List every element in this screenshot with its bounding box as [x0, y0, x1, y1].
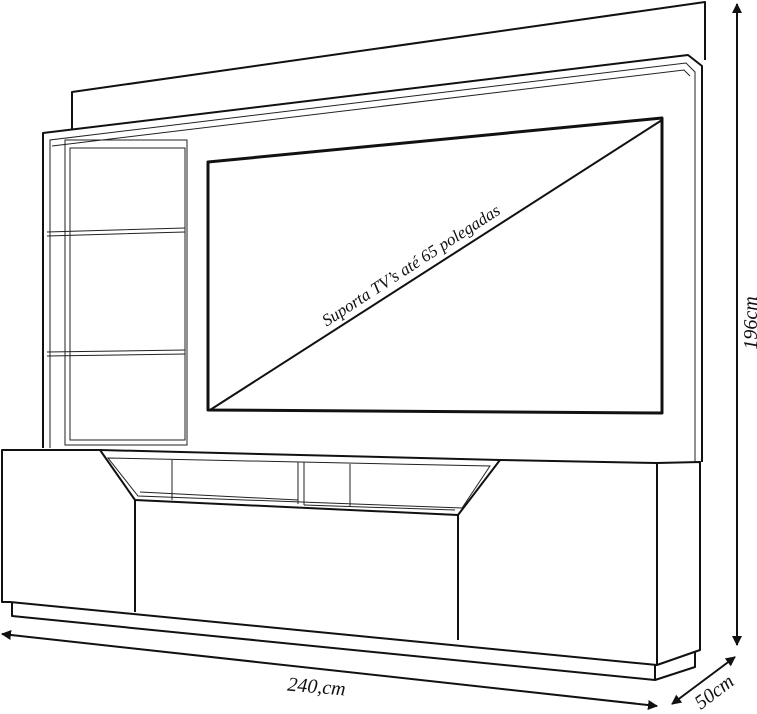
- glass-cabinet: [64, 139, 188, 446]
- glass-shelf: [46, 227, 186, 237]
- glass-shelf: [46, 349, 186, 357]
- width-label: 240,cm: [287, 674, 347, 701]
- tv-size-label: Suporta TV’s até 65 polegadas: [318, 200, 503, 330]
- rack-niche: [99, 449, 501, 516]
- height-label: 196cm: [740, 296, 757, 349]
- panel-frame-outer: [42, 54, 703, 462]
- back-panel: [71, 1, 706, 130]
- depth-dimension-line: [671, 656, 736, 705]
- rack-plinth: [11, 602, 696, 681]
- tv-screen: [206, 116, 664, 415]
- panel-frame-inner: [49, 62, 696, 462]
- depth-label: 50cm: [690, 670, 738, 714]
- tv-diagonal: [209, 119, 663, 411]
- width-dimension-line: [1, 630, 658, 710]
- rack-body: [1, 449, 701, 666]
